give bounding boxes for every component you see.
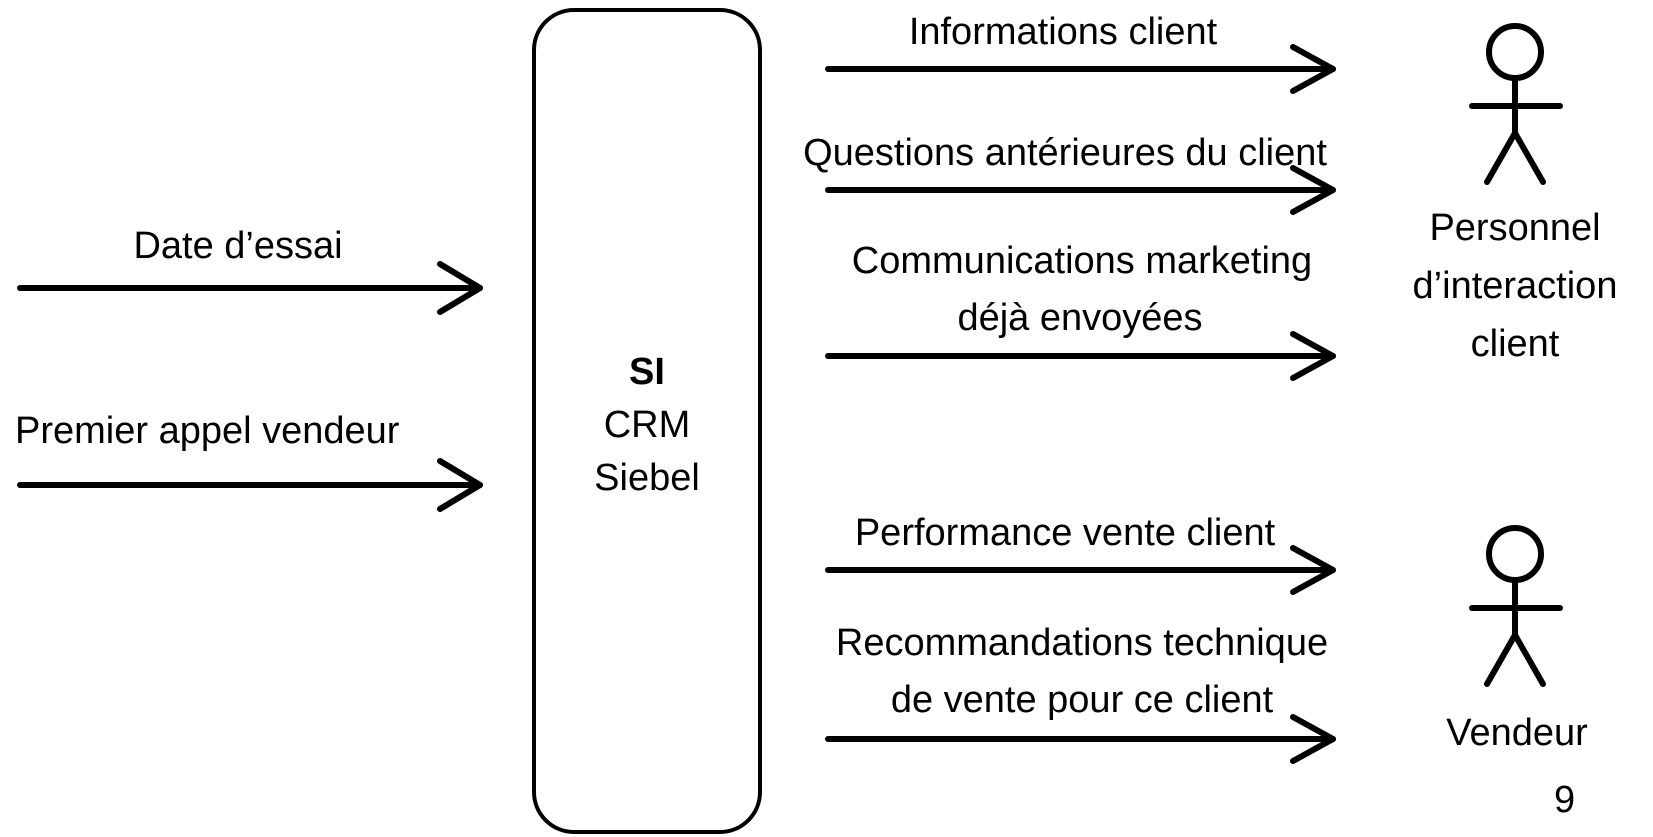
output-label-recommandations-2: de vente pour ce client — [890, 679, 1274, 721]
page-number: 9 — [1554, 779, 1576, 821]
system-title: SI — [629, 351, 665, 393]
arrow-recommandations — [825, 714, 1336, 764]
actor-label-personnel-1: Personnel — [1429, 207, 1601, 249]
system-line-siebel: Siebel — [594, 457, 700, 499]
system-line-crm: CRM — [603, 404, 691, 446]
output-label-recommandations-1: Recommandations technique — [835, 622, 1329, 664]
system-box — [532, 8, 762, 834]
actor-label-personnel-3: client — [1470, 323, 1560, 365]
actor-label-vendeur: Vendeur — [1446, 712, 1588, 754]
actor-label-personnel-2: d’interaction — [1412, 265, 1618, 307]
output-label-communications-marketing-1: Communications marketing — [851, 240, 1313, 282]
actor-icon-vendeur — [1469, 525, 1563, 687]
actor-icon-personnel — [1469, 23, 1563, 185]
arrow-performance-vente — [825, 545, 1336, 595]
arrow-questions-anterieures — [825, 165, 1336, 215]
output-label-communications-marketing-2: déjà envoyées — [957, 297, 1203, 339]
arrow-communications-marketing — [825, 331, 1336, 381]
input-label-premier-appel: Premier appel vendeur — [15, 410, 400, 452]
arrow-date-essai — [17, 261, 483, 315]
output-label-questions-anterieures: Questions antérieures du client — [803, 132, 1327, 174]
arrow-informations-client — [825, 44, 1336, 94]
output-label-performance-vente: Performance vente client — [854, 512, 1276, 554]
input-label-date-essai: Date d’essai — [133, 225, 343, 267]
output-label-informations-client: Informations client — [908, 11, 1218, 53]
system-label: SI CRM Siebel — [594, 346, 700, 505]
arrow-premier-appel — [17, 458, 483, 512]
